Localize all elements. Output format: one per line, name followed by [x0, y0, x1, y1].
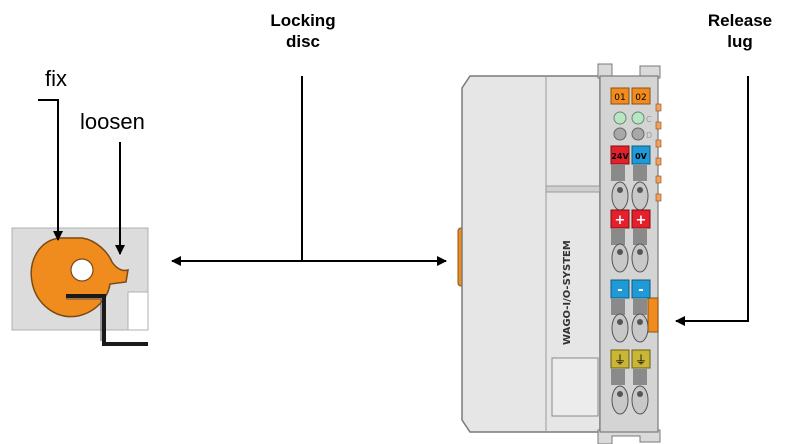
channel-1-label: 01 — [614, 93, 625, 103]
led-1 — [613, 111, 627, 125]
led-c-label: C — [646, 115, 652, 124]
locking-disc-label-line2: disc — [285, 32, 321, 51]
led-d-label: D — [646, 131, 652, 140]
led-3 — [613, 127, 627, 141]
release-lug-label-line1: Release — [707, 11, 773, 30]
wire-tool — [66, 294, 148, 346]
plus-1-label: + — [615, 213, 626, 228]
fix-label: fix — [45, 66, 67, 91]
locking-disc-label-line1: Locking — [270, 11, 336, 30]
release-lug — [647, 297, 659, 333]
disc-hole — [70, 258, 94, 282]
release-lug-arrow — [675, 76, 749, 326]
supply-0v-label: 0V — [635, 152, 648, 161]
supply-24v-label: 24V — [611, 152, 629, 161]
wire-tool-highlight — [66, 298, 102, 341]
channel-2-label: 02 — [635, 93, 646, 103]
terminal-block — [599, 75, 659, 433]
locking-disc-detail — [11, 227, 149, 346]
locking-disc-label: Locking disc — [258, 10, 348, 52]
ground-2-label: ⏚ — [635, 353, 647, 367]
io-module: 01 02 C D 24V 0V + + - - — [457, 63, 662, 444]
ground-1-label: ⏚ — [614, 353, 626, 367]
minus-2-label: - — [638, 283, 643, 298]
release-lug-label: Release lug — [700, 10, 780, 52]
detail-notch — [127, 291, 149, 331]
fix-arrow — [38, 99, 63, 241]
loosen-label: loosen — [80, 109, 145, 134]
release-lug-label-line2: lug — [727, 32, 753, 51]
plus-2-label: + — [636, 213, 647, 228]
minus-1-label: - — [617, 283, 622, 298]
led-2 — [631, 111, 645, 125]
brand-text: WAGO-I/O-SYSTEM — [562, 240, 573, 345]
led-4 — [631, 127, 645, 141]
